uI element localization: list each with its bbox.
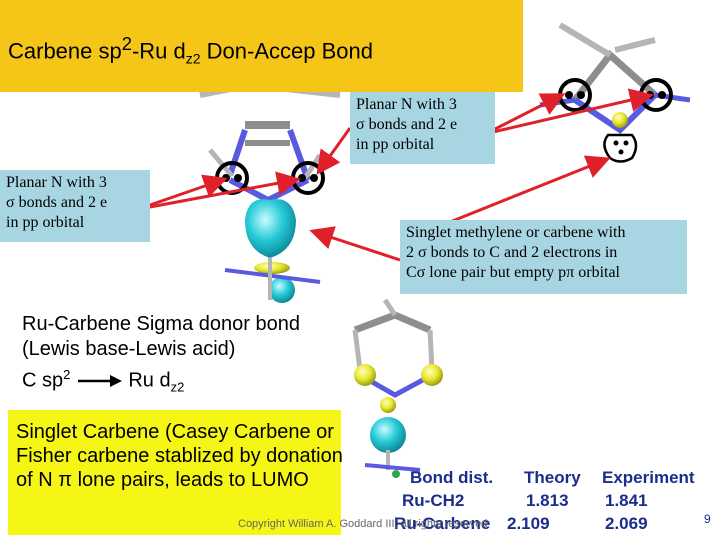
table-header: Theory [524, 468, 581, 487]
lower-molecule [352, 298, 443, 478]
table-header: Bond dist. [410, 468, 494, 487]
arrows [149, 88, 654, 262]
callout-line: σ bonds and 2 e [6, 194, 108, 211]
callout-line: Planar N with 3 [356, 96, 457, 113]
sigma-donor-text: Ru-Carbene Sigma donor bond (Lewis base-… [22, 312, 300, 400]
sigma-line-1: Ru-Carbene Sigma donor bond [22, 313, 300, 335]
callout-planar-n-right: Planar N with 3 σ bonds and 2 e in pp or… [350, 92, 495, 164]
slide-title: Carbene sp2-Ru dz2 Don-Accep Bond [8, 33, 373, 67]
page-number: 9 [704, 512, 711, 526]
table-cell: 2.109 [507, 514, 550, 533]
callout-line: Cσ lone pair but empty pπ orbital [406, 264, 620, 281]
table-cell: 1.841 [605, 491, 648, 510]
callout-line: 2 σ bonds to C and 2 electrons in [406, 244, 618, 261]
table-row: Ru-Carbene 2.109 2.069 [394, 512, 713, 535]
sigma-line-2: (Lewis base-Lewis acid) [22, 338, 236, 360]
right-arrow-icon [78, 375, 123, 388]
singlet-note-text: Singlet Carbene (Casey Carbene or Fisher… [16, 421, 343, 491]
callout-line: in pp orbital [6, 214, 85, 231]
top-right-molecule [539, 22, 691, 163]
table-cell: 1.813 [526, 491, 569, 510]
table-cell: 2.069 [605, 514, 648, 533]
table-row: Ru-CH2 1.813 1.841 [398, 489, 713, 512]
callout-line: in pp orbital [356, 136, 435, 153]
bond-distance-table: Bond dist. Theory Experiment Ru-CH2 1.81… [394, 466, 713, 535]
callout-line: Planar N with 3 [6, 174, 107, 191]
callout-singlet-methylene: Singlet methylene or carbene with 2 σ bo… [400, 220, 687, 294]
callout-line: σ bonds and 2 e [356, 116, 458, 133]
singlet-note-box [8, 410, 341, 535]
table-header-row: Bond dist. Theory Experiment [398, 466, 713, 489]
title-banner [0, 0, 523, 92]
table-header: Experiment [602, 468, 695, 487]
table-cell: Ru-CH2 [402, 491, 465, 510]
table-cell: Ru-Carbene [394, 514, 491, 533]
callout-line: Singlet methylene or carbene with [406, 224, 626, 241]
callout-planar-n-left: Planar N with 3 σ bonds and 2 e in pp or… [0, 170, 150, 242]
copyright-notice: Copyright William A. Goddard III, all ri… [238, 518, 488, 530]
